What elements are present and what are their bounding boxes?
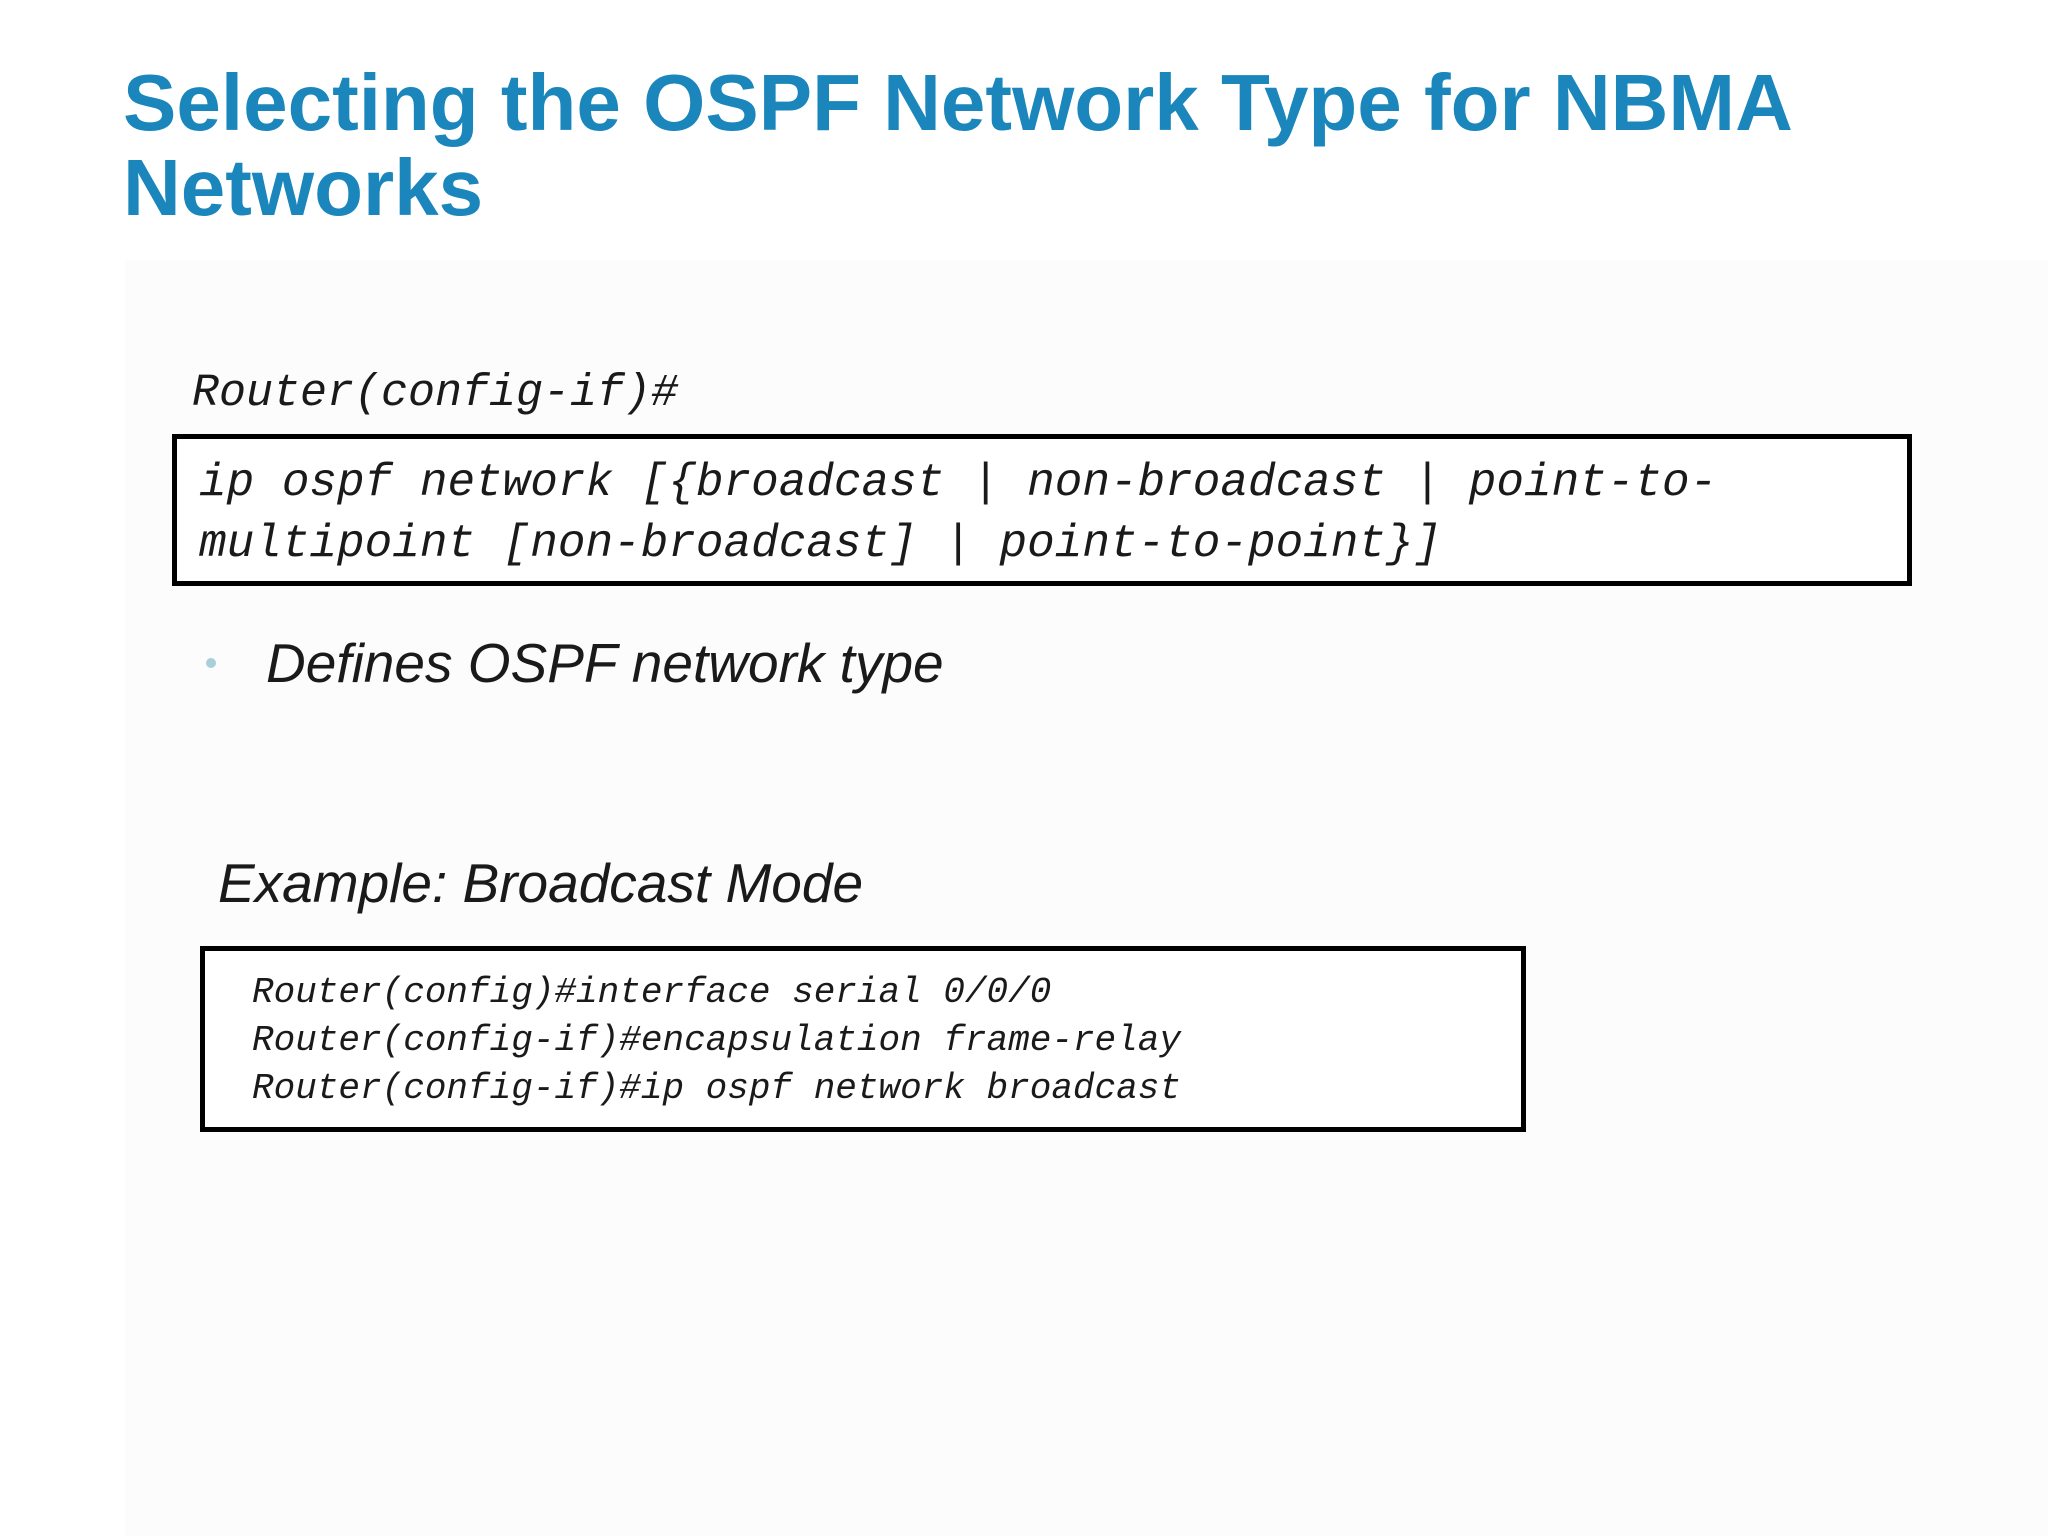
example-heading: Example: Broadcast Mode: [218, 852, 864, 914]
example-config-line: Router(config-if)#ip ospf network broadc…: [252, 1068, 1181, 1109]
command-syntax-line: multipoint [non-broadcast] | point-to-po…: [199, 518, 1442, 570]
left-margin: [0, 0, 125, 1536]
page-title-line-1: Selecting the OSPF Network Type for NBMA: [123, 58, 1793, 147]
bullet-text: Defines OSPF network type: [266, 632, 944, 694]
page-title-line-2: Networks: [123, 143, 484, 232]
bullet-item: Defines OSPF network type: [206, 628, 944, 698]
example-config-line: Router(config-if)#encapsulation frame-re…: [252, 1020, 1181, 1061]
command-syntax-line: ip ospf network [{broadcast | non-broadc…: [199, 457, 1718, 509]
command-syntax-box: ip ospf network [{broadcast | non-broadc…: [172, 434, 1912, 586]
example-config-box: Router(config)#interface serial 0/0/0 Ro…: [200, 946, 1526, 1132]
example-config-line: Router(config)#interface serial 0/0/0: [252, 972, 1052, 1013]
page-title: Selecting the OSPF Network Type for NBMA…: [123, 60, 2003, 230]
bullet-icon: [206, 658, 216, 668]
command-prompt: Router(config-if)#: [192, 368, 679, 419]
